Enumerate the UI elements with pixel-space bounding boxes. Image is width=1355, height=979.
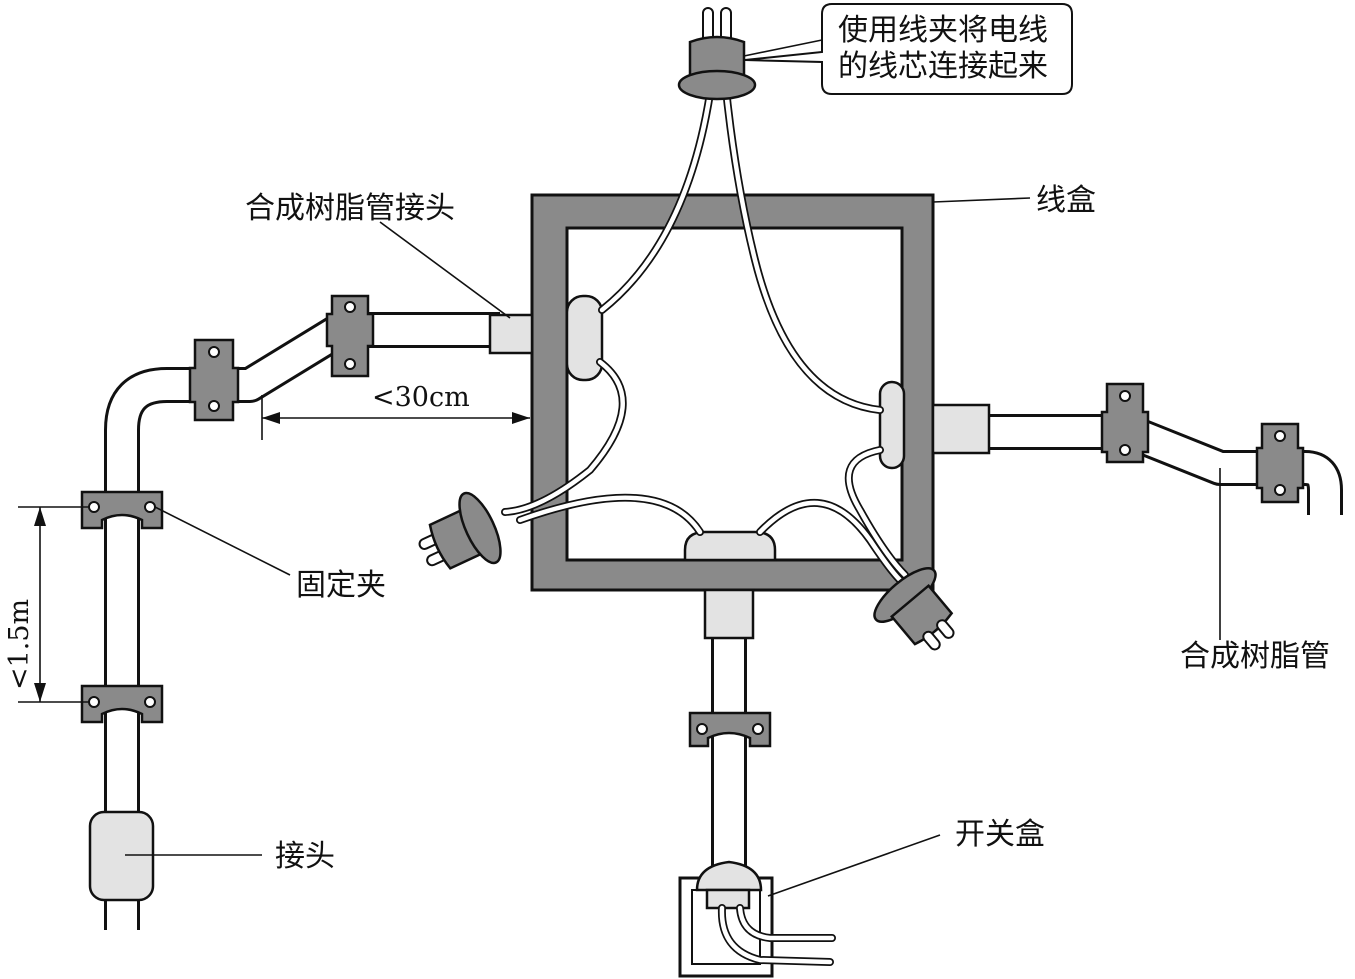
top-wire-connector xyxy=(677,7,757,101)
clamp-right-1 xyxy=(1100,382,1150,464)
switch-box xyxy=(678,860,836,978)
right-pipe-joint xyxy=(931,403,991,455)
spacing-dimension xyxy=(18,506,88,703)
bottom-bushing xyxy=(683,530,777,562)
left-bushing xyxy=(565,294,604,382)
distance-dimension xyxy=(261,395,530,440)
clamp-top-left-2 xyxy=(325,294,375,378)
distance-label: <30cm xyxy=(372,382,470,413)
pipe-connector xyxy=(88,810,155,902)
left-wire-connector xyxy=(418,491,502,570)
right-conduit xyxy=(985,414,1343,515)
left-pipe-joint xyxy=(488,313,534,355)
resin-pipe-label: 合成树脂管 xyxy=(1180,639,1330,674)
callout-bubble xyxy=(743,3,1073,95)
clamp-left-lower xyxy=(80,684,164,724)
right-bushing xyxy=(878,380,906,470)
clamp-top-left-1 xyxy=(188,338,240,422)
spacing-label: <1.5m xyxy=(4,599,35,690)
callout-text-line1: 使用线夹将电线 xyxy=(838,13,1048,48)
wires xyxy=(501,76,909,584)
switch-box-label: 开关盒 xyxy=(955,817,1045,852)
leader-lines xyxy=(125,197,1221,897)
clamp-left-upper xyxy=(80,490,164,530)
clamp-right-2 xyxy=(1255,422,1305,504)
connector-label: 接头 xyxy=(275,839,335,874)
clamp-label: 固定夹 xyxy=(296,568,386,603)
resin-pipe-joint-label: 合成树脂管接头 xyxy=(245,191,455,226)
junction-box-label: 线盒 xyxy=(1036,183,1096,218)
callout-text-line2: 的线芯连接起来 xyxy=(838,49,1048,84)
bottom-pipe-joint xyxy=(703,588,755,640)
clamp-bottom xyxy=(688,711,772,748)
right-wire-connector xyxy=(873,567,955,651)
